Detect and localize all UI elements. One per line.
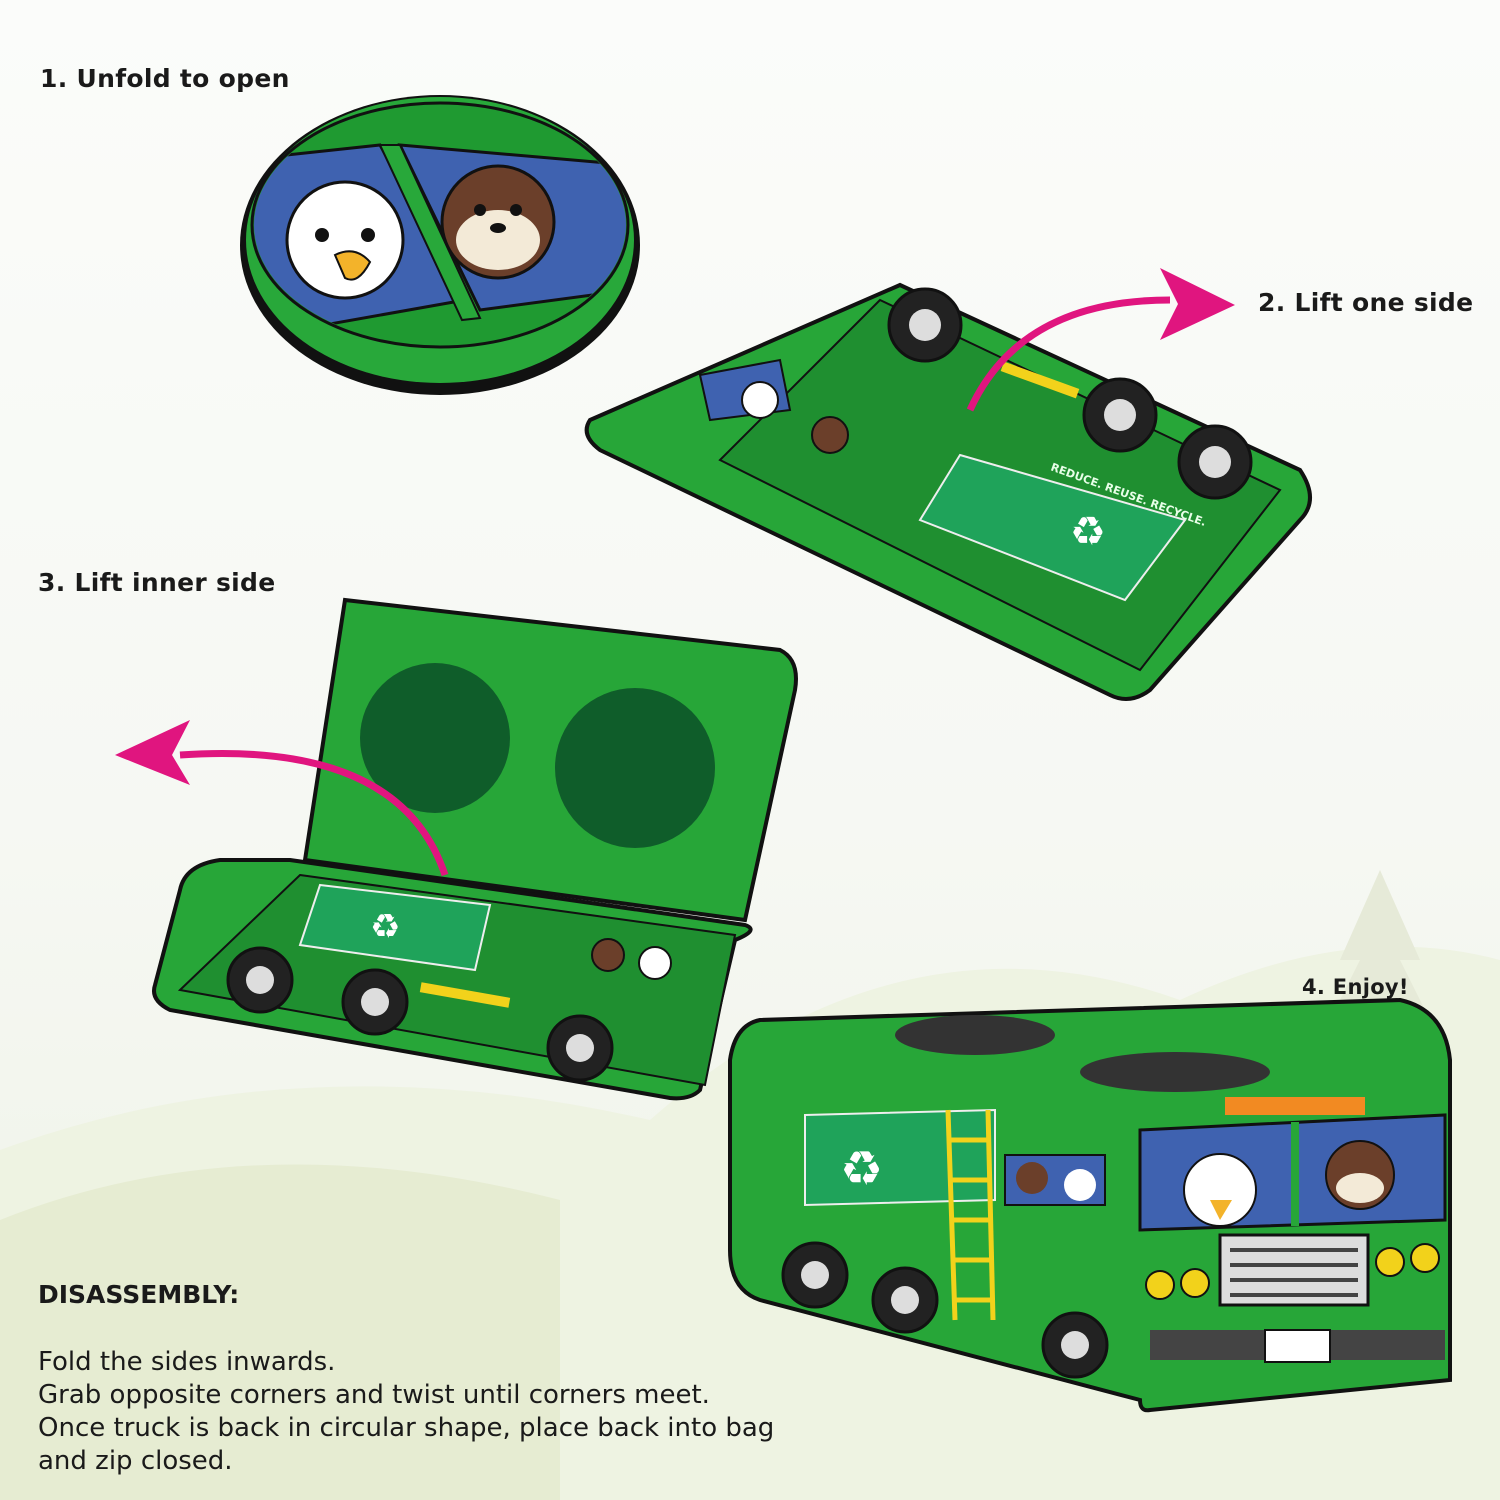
disassembly-instructions: Fold the sides inwards. Grab opposite co…	[38, 1346, 938, 1478]
svg-text:♻: ♻	[1070, 509, 1106, 555]
step-1-label: 1. Unfold to open	[40, 64, 290, 93]
brand-logo-plate	[1264, 1329, 1331, 1363]
step-2-label: 2. Lift one side	[1258, 288, 1474, 317]
step-4-label: 4. Enjoy!	[1302, 975, 1409, 999]
svg-text:♻: ♻	[370, 907, 400, 947]
lift-arrow-icon	[115, 720, 449, 877]
folded-tent-disc	[240, 95, 640, 395]
instruction-line: and zip closed.	[38, 1446, 233, 1476]
instruction-line: Fold the sides inwards.	[38, 1347, 336, 1377]
otter-face-icon	[440, 164, 556, 280]
flat-tent-side: REDUCE. REUSE. RECYCLE. ♻	[584, 282, 1312, 701]
svg-text:♻: ♻	[840, 1141, 883, 1197]
instruction-line: Once truck is back in circular shape, pl…	[38, 1413, 775, 1443]
disassembly-title: DISASSEMBLY:	[38, 1280, 240, 1309]
ladder	[945, 1109, 996, 1321]
eagle-face-icon	[285, 180, 405, 300]
lift-arrow-icon	[966, 268, 1235, 412]
assembled-truck-tent: ♻	[728, 997, 1452, 1413]
instruction-line: Grab opposite corners and twist until co…	[38, 1380, 710, 1410]
inner-side-tent: ♻	[152, 597, 798, 1101]
step-3-label: 3. Lift inner side	[38, 568, 276, 597]
